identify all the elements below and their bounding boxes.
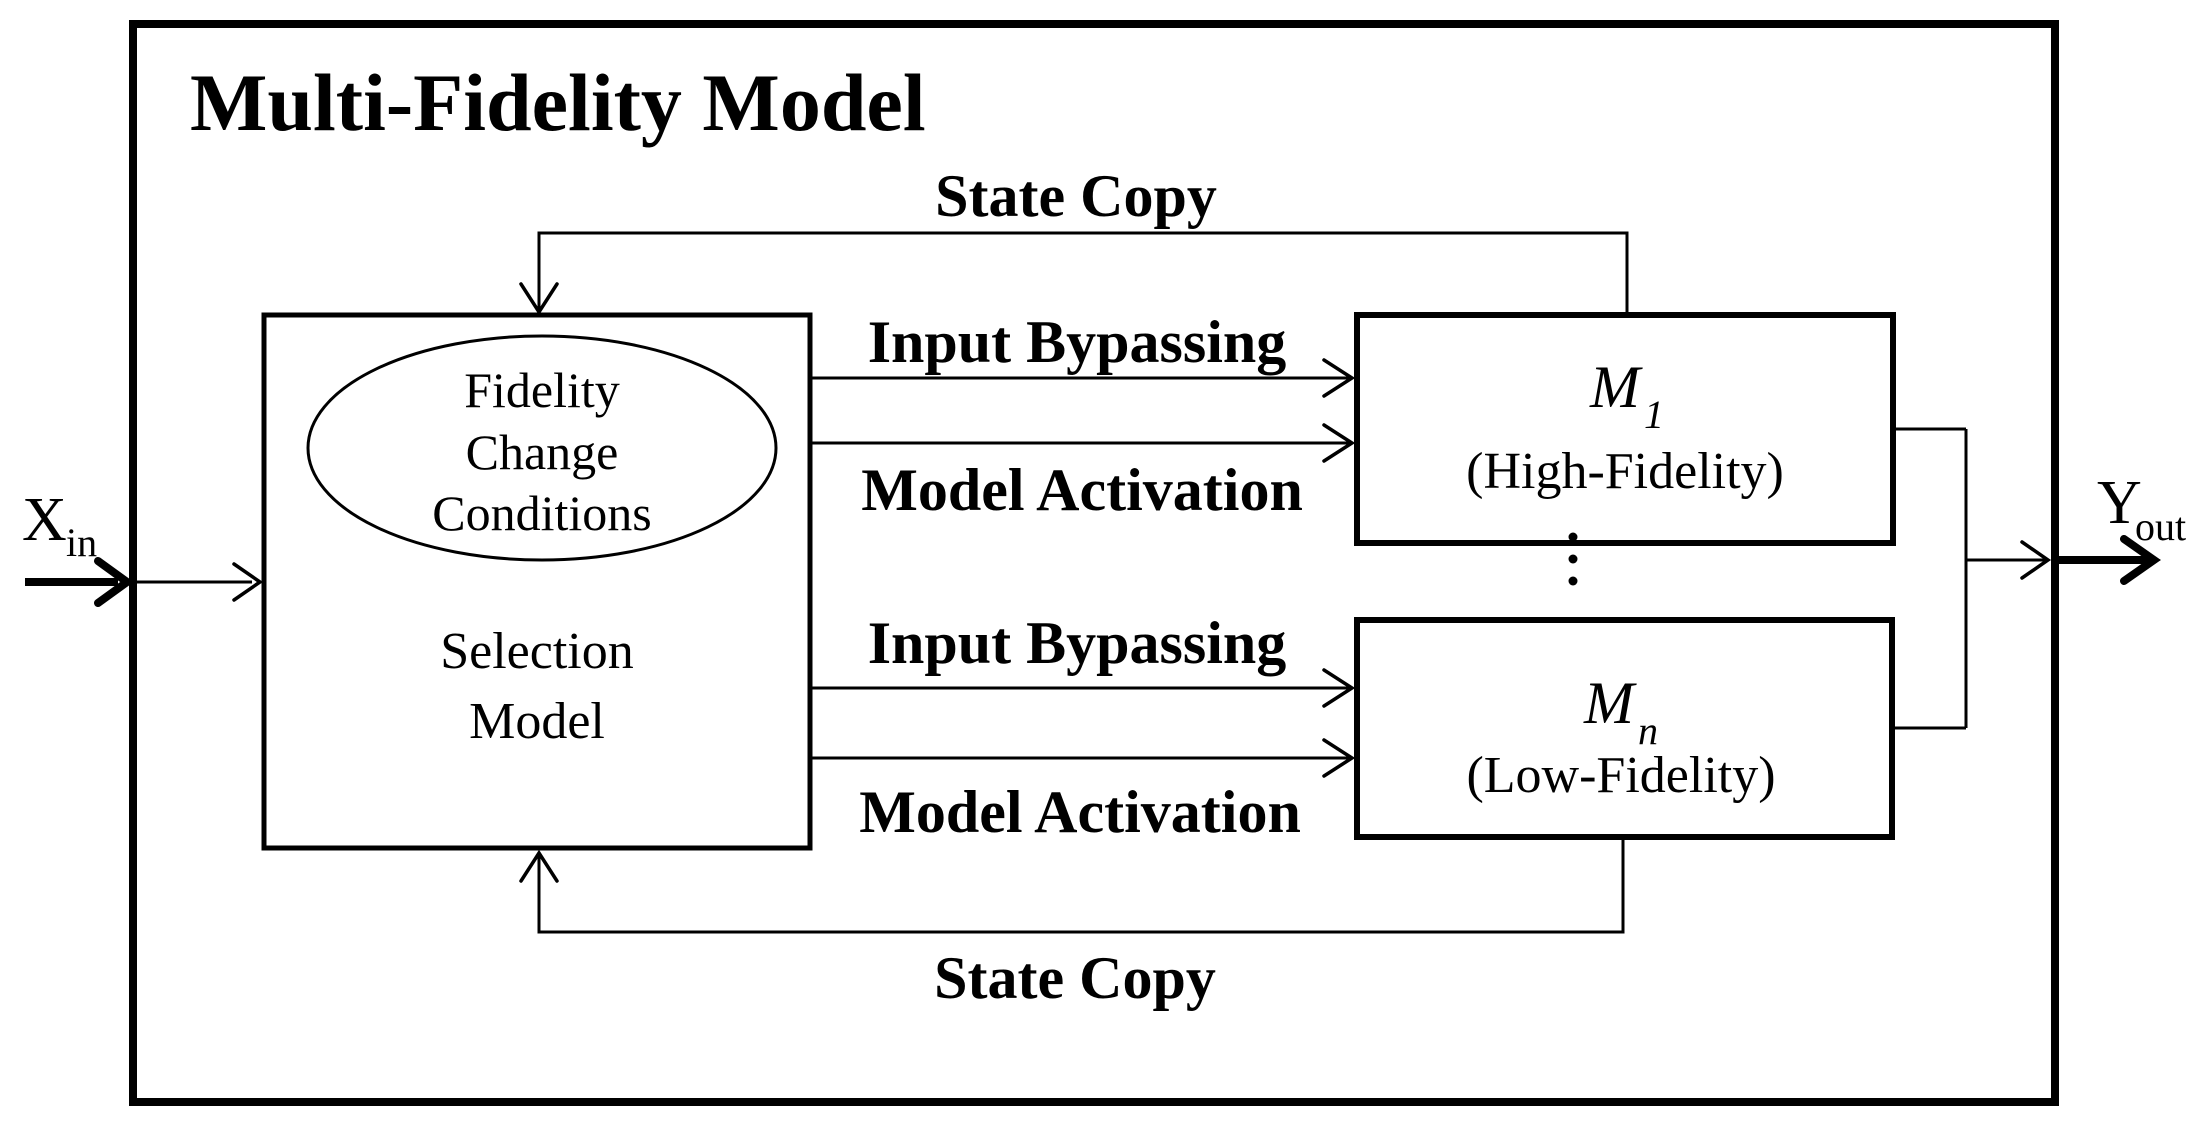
m1-subscript: 1 (1644, 392, 1664, 437)
outer-frame (129, 20, 2059, 1106)
model-activation-top-arrowhead (1322, 423, 1356, 463)
ellipse-text-line1: Fidelity (464, 362, 620, 418)
input-arrow-outer-arrowhead (94, 557, 134, 607)
output-arrow-outer-arrowhead (2120, 535, 2161, 585)
output-symbol-subscript: out (2135, 504, 2186, 549)
ellipse-text-line3: Conditions (432, 485, 651, 541)
state-copy-bottom-path (537, 837, 1625, 934)
mn-subscript: n (1638, 708, 1658, 753)
input-arrow-inner-arrowhead (232, 562, 264, 602)
m1-qualifier: (High-Fidelity) (1466, 443, 1784, 500)
ellipse-text-line2: Change (466, 424, 619, 480)
input-bypassing-bottom-arrowhead (1322, 668, 1356, 708)
model-activation-bottom-arrowhead (1322, 738, 1356, 778)
input-bypassing-top-label: Input Bypassing (868, 309, 1287, 375)
selection-model-label-line1: Selection (440, 623, 634, 680)
m1-box (1354, 312, 1896, 546)
input-bypassing-top-arrowhead (1322, 358, 1356, 398)
mn-qualifier: (Low-Fidelity) (1466, 747, 1775, 804)
fidelity-change-conditions-ellipse (306, 334, 778, 562)
m1-symbol: M (1589, 354, 1643, 420)
state-copy-bottom-label: State Copy (934, 945, 1216, 1011)
selection-model-label-line2: Model (469, 693, 605, 750)
model-activation-bottom-label: Model Activation (859, 779, 1301, 845)
vertical-ellipsis-dot-1 (1568, 532, 1578, 542)
diagram-title: Multi-Fidelity Model (190, 57, 926, 148)
output-arrow-inner-arrowhead (2020, 540, 2052, 580)
input-symbol-subscript: in (66, 520, 97, 565)
state-copy-top-label: State Copy (935, 163, 1217, 229)
selection-model-box (261, 312, 813, 851)
input-symbol-label: X (22, 486, 67, 554)
state-copy-bottom-arrowhead (519, 849, 559, 883)
state-copy-top-arrowhead (519, 282, 559, 316)
vertical-ellipsis-dot-3 (1568, 576, 1578, 586)
output-symbol-label: Y (2097, 469, 2142, 537)
state-copy-top-path (537, 231, 1629, 315)
input-bypassing-bottom-label: Input Bypassing (868, 610, 1287, 676)
vertical-ellipsis-dot-2 (1568, 554, 1578, 564)
model-activation-top-label: Model Activation (861, 457, 1303, 523)
mn-symbol: M (1583, 670, 1637, 736)
